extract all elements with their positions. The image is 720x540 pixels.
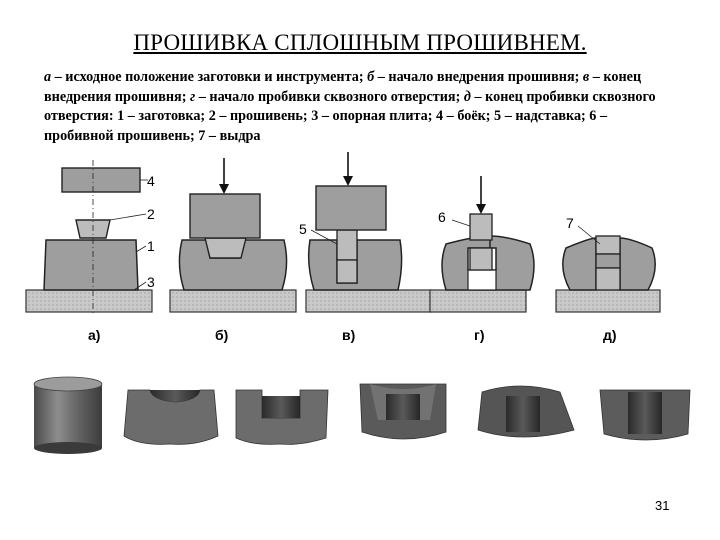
figure-caption: а – исходное положение заготовки и инстр…	[44, 68, 674, 146]
extension	[469, 247, 493, 271]
workpiece	[562, 237, 597, 291]
hammer-die	[315, 185, 387, 231]
caption-label-d: д	[463, 88, 471, 105]
arrow-head-icon	[476, 204, 486, 214]
caption-label-v: в	[582, 69, 590, 85]
caption-label-g: г	[189, 88, 196, 105]
anvil-plate	[305, 289, 433, 313]
page-number: 31	[655, 498, 670, 513]
workpiece	[178, 239, 288, 291]
callout-7: 7	[566, 215, 574, 231]
stage-label-b: б)	[215, 327, 228, 343]
caption-text-g: – начало пробивки сквозного отверстия;	[195, 88, 464, 105]
workpiece	[307, 239, 403, 291]
stage-b-drawing	[169, 158, 297, 313]
extension	[595, 267, 621, 291]
callout-3: 3	[147, 274, 155, 290]
stage-label-g: г)	[474, 327, 485, 343]
stage-a-drawing	[25, 160, 153, 315]
caption-label-b: б	[367, 69, 375, 85]
arrow-head-icon	[219, 184, 229, 194]
callout-1: 1	[147, 238, 155, 254]
anvil-plate	[25, 289, 153, 313]
piercer	[204, 237, 247, 259]
punch-piercer	[469, 213, 493, 241]
workpiece	[43, 239, 139, 291]
through-hole	[467, 269, 497, 291]
callout-5: 5	[299, 221, 307, 237]
arrow-head-icon	[343, 176, 353, 186]
callout-4: 4	[147, 173, 155, 189]
callout-2: 2	[147, 206, 155, 222]
anvil-plate	[555, 289, 661, 313]
photo-section-d	[599, 389, 691, 441]
stage-d-drawing	[555, 225, 661, 313]
hammer-die	[61, 167, 141, 193]
callout-6: 6	[438, 209, 446, 225]
stage-label-d: д)	[603, 327, 617, 343]
piercer	[336, 259, 358, 284]
photo-section-g2	[477, 385, 575, 438]
photo-cylinder	[33, 376, 103, 454]
hammer-die	[189, 193, 261, 239]
stage-label-v: в)	[342, 327, 355, 343]
stage-g-drawing	[429, 176, 535, 313]
caption-text-a: – исходное положение заготовки и инструм…	[51, 69, 368, 85]
anvil-plate	[169, 289, 297, 313]
caption-label-a: а	[44, 69, 52, 85]
photo-section-v	[235, 389, 329, 445]
caption-text-d: – конец пробивки сквозного отверстия: 1 …	[44, 88, 656, 144]
slug	[595, 253, 621, 269]
caption-text-v: – конец внедрения прошивня;	[44, 69, 642, 105]
stage-v-drawing	[305, 152, 433, 313]
caption-text-b: – начало внедрения прошивня;	[374, 69, 583, 85]
page-title: ПРОШИВКА СПЛОШНЫМ ПРОШИВНЕМ.	[133, 30, 587, 55]
punch-piercer	[595, 235, 621, 255]
anvil-plate	[429, 289, 527, 313]
stage-label-a: а)	[88, 327, 100, 343]
extension	[336, 229, 358, 261]
workpiece	[619, 237, 656, 291]
photo-section-g	[359, 383, 447, 440]
photo-section-b	[123, 389, 219, 445]
